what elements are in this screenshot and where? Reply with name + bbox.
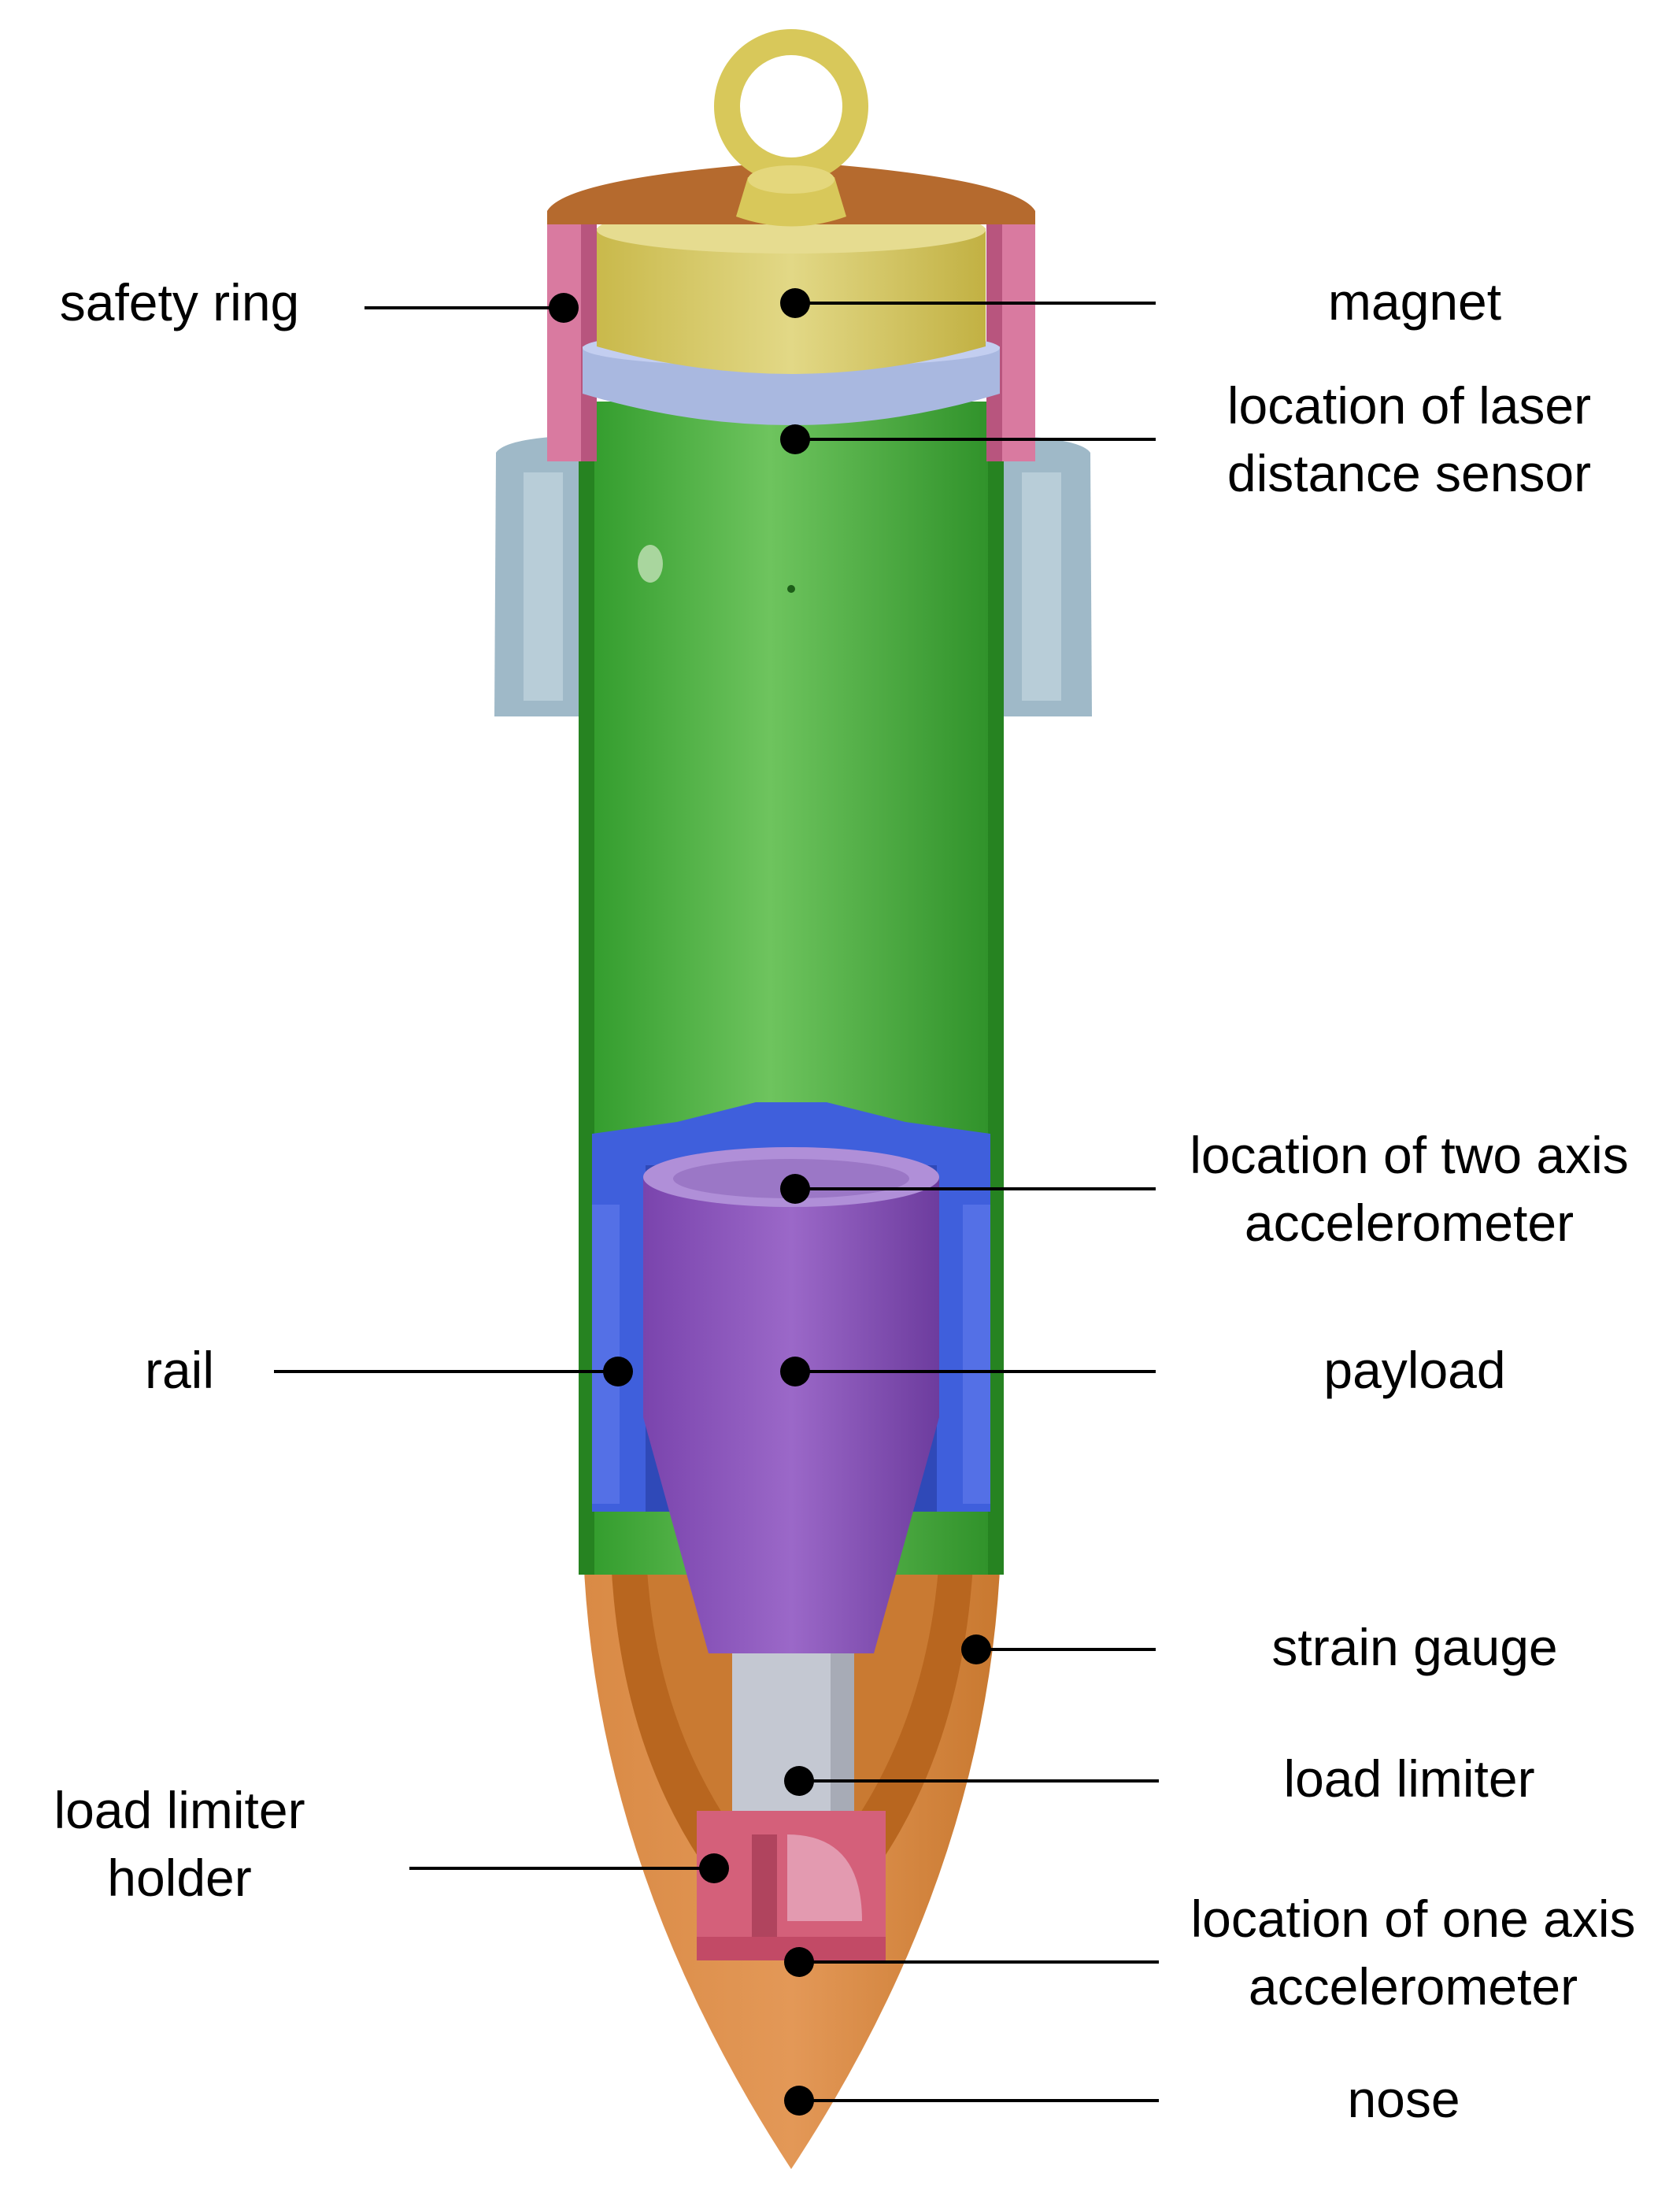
safety-ring-left-shade bbox=[581, 211, 597, 461]
label-laser-line2: distance sensor bbox=[1227, 444, 1591, 502]
label-nose: nose bbox=[1347, 2070, 1460, 2128]
body-tube-edge-left bbox=[579, 402, 594, 1575]
holder-cup bbox=[787, 1834, 862, 1921]
body-hole bbox=[638, 545, 663, 583]
dot-one-axis bbox=[784, 1947, 814, 1977]
dot-laser bbox=[780, 424, 810, 454]
label-one-axis-line2: accelerometer bbox=[1249, 1957, 1578, 2016]
body-tube-edge-right bbox=[988, 402, 1004, 1575]
eye-bolt bbox=[714, 29, 868, 227]
bracket-right-inner bbox=[1022, 472, 1061, 701]
safety-ring-right-shade bbox=[986, 211, 1002, 461]
holder-slot bbox=[752, 1834, 777, 1949]
label-rail: rail bbox=[145, 1341, 214, 1399]
label-two-axis-line1: location of two axis bbox=[1190, 1126, 1629, 1184]
dot-load-limiter bbox=[784, 1766, 814, 1796]
label-two-axis-line2: accelerometer bbox=[1245, 1194, 1574, 1252]
body-pin-hole bbox=[787, 585, 795, 593]
probe-model bbox=[494, 29, 1092, 2169]
laser-ring-shape bbox=[583, 346, 1000, 425]
label-one-axis-line1: location of one axis bbox=[1190, 1890, 1635, 1948]
label-holder-line1: load limiter bbox=[54, 1781, 305, 1839]
leader-dots bbox=[549, 288, 991, 2116]
label-laser-line1: location of laser bbox=[1227, 376, 1591, 435]
labels: safety ring magnet location of laser dis… bbox=[54, 272, 1635, 2128]
dot-magnet bbox=[780, 288, 810, 318]
dot-holder bbox=[699, 1853, 729, 1883]
label-load-limiter: load limiter bbox=[1283, 1749, 1534, 1808]
bracket-left-inner bbox=[524, 472, 563, 701]
dot-payload bbox=[780, 1357, 810, 1386]
rail-slot-left bbox=[592, 1205, 620, 1504]
dot-safety-ring bbox=[549, 293, 579, 323]
dot-two-axis bbox=[780, 1174, 810, 1204]
rail-slot-right bbox=[963, 1205, 990, 1504]
label-safety-ring: safety ring bbox=[60, 273, 299, 331]
leaders bbox=[274, 302, 1159, 2102]
label-holder-line2: holder bbox=[107, 1849, 251, 1907]
label-strain-gauge: strain gauge bbox=[1271, 1618, 1557, 1676]
payload-shape bbox=[643, 1177, 939, 1653]
dot-rail bbox=[603, 1357, 633, 1386]
load-limiter-shade bbox=[831, 1653, 854, 1831]
label-magnet: magnet bbox=[1328, 272, 1501, 331]
dot-nose bbox=[784, 2086, 814, 2116]
dot-strain-gauge bbox=[961, 1634, 991, 1664]
label-payload: payload bbox=[1323, 1341, 1505, 1399]
